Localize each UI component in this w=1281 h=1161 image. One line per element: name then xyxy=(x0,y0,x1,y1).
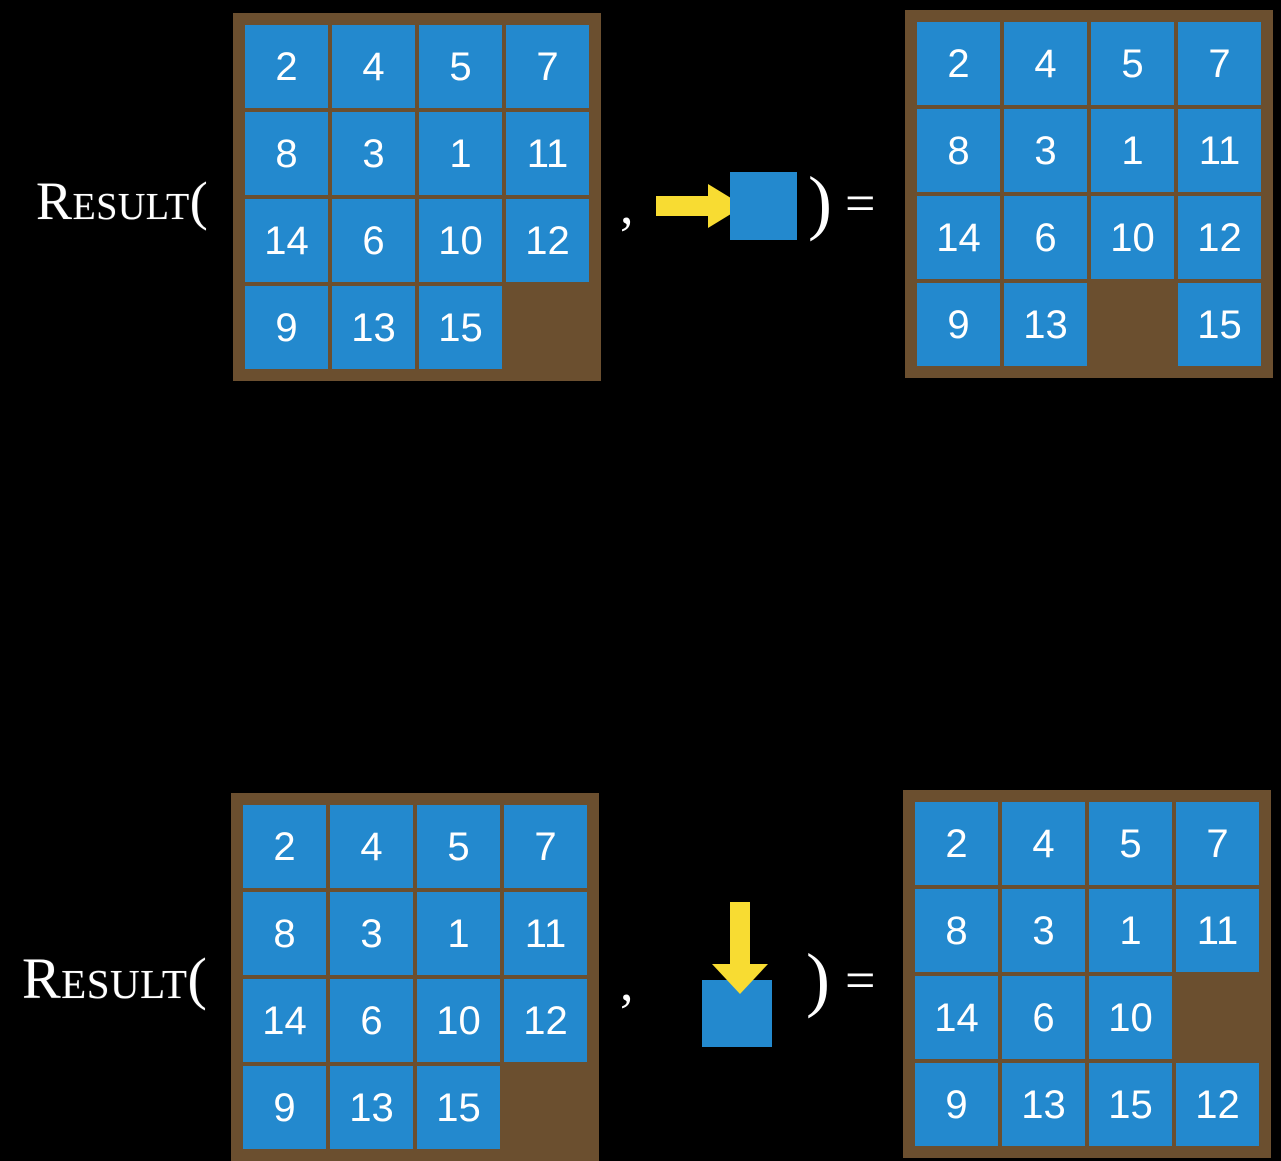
tile[interactable]: 10 xyxy=(419,199,502,282)
close-paren-row-2: ) xyxy=(806,939,830,1019)
tile[interactable]: 7 xyxy=(506,25,589,108)
tile[interactable]: 2 xyxy=(917,22,1000,105)
tile[interactable]: 5 xyxy=(417,805,500,888)
tile[interactable]: 14 xyxy=(245,199,328,282)
tile[interactable]: 12 xyxy=(504,979,587,1062)
tile[interactable]: 5 xyxy=(419,25,502,108)
tile[interactable]: 13 xyxy=(1004,283,1087,366)
result-label-row-1: Result( xyxy=(36,171,209,231)
tile[interactable]: 9 xyxy=(915,1063,998,1146)
tile[interactable]: 4 xyxy=(1002,802,1085,885)
equals-sign-row-1: = xyxy=(845,173,876,233)
tile[interactable]: 3 xyxy=(332,112,415,195)
argument-separator-row-2: , xyxy=(620,952,634,1012)
tile[interactable]: 12 xyxy=(1176,1063,1259,1146)
tile[interactable]: 9 xyxy=(245,286,328,369)
tile[interactable]: 3 xyxy=(330,892,413,975)
tile[interactable]: 4 xyxy=(1004,22,1087,105)
tile[interactable]: 5 xyxy=(1091,22,1174,105)
empty-slot xyxy=(504,1066,587,1149)
tile[interactable]: 8 xyxy=(917,109,1000,192)
tile[interactable]: 3 xyxy=(1004,109,1087,192)
tile[interactable]: 2 xyxy=(243,805,326,888)
tile[interactable]: 6 xyxy=(332,199,415,282)
tile[interactable]: 9 xyxy=(243,1066,326,1149)
tile[interactable]: 6 xyxy=(1002,976,1085,1059)
tile[interactable]: 4 xyxy=(330,805,413,888)
tile[interactable]: 14 xyxy=(243,979,326,1062)
output-board-row-1: 2 4 5 7 8 3 1 11 14 6 10 12 9 13 15 xyxy=(905,10,1273,378)
tile[interactable]: 14 xyxy=(917,196,1000,279)
output-board-row-2: 2 4 5 7 8 3 1 11 14 6 10 9 13 15 12 xyxy=(903,790,1271,1158)
tile[interactable]: 3 xyxy=(1002,889,1085,972)
tile[interactable]: 10 xyxy=(1089,976,1172,1059)
tile[interactable]: 13 xyxy=(332,286,415,369)
tile[interactable]: 1 xyxy=(1089,889,1172,972)
empty-slot xyxy=(1176,976,1259,1059)
tile[interactable]: 15 xyxy=(1178,283,1261,366)
tile[interactable]: 11 xyxy=(504,892,587,975)
equation-row-2: Result( 2 4 5 7 8 3 1 11 14 6 10 12 9 13… xyxy=(0,390,1281,1161)
tile[interactable]: 15 xyxy=(417,1066,500,1149)
tile[interactable]: 8 xyxy=(245,112,328,195)
tile[interactable]: 7 xyxy=(1176,802,1259,885)
tile[interactable]: 13 xyxy=(1002,1063,1085,1146)
tile[interactable]: 7 xyxy=(1178,22,1261,105)
tile[interactable]: 11 xyxy=(506,112,589,195)
tile[interactable]: 1 xyxy=(417,892,500,975)
tile[interactable]: 11 xyxy=(1178,109,1261,192)
tile[interactable]: 14 xyxy=(915,976,998,1059)
tile[interactable]: 11 xyxy=(1176,889,1259,972)
tile[interactable]: 8 xyxy=(915,889,998,972)
tile[interactable]: 15 xyxy=(419,286,502,369)
tile[interactable]: 15 xyxy=(1089,1063,1172,1146)
tile[interactable]: 1 xyxy=(1091,109,1174,192)
equation-row-1: Result( 2 4 5 7 8 3 1 11 14 6 10 12 9 13… xyxy=(0,0,1281,390)
tile[interactable]: 13 xyxy=(330,1066,413,1149)
tile[interactable]: 8 xyxy=(243,892,326,975)
tile[interactable]: 9 xyxy=(917,283,1000,366)
empty-slot xyxy=(1091,283,1174,366)
moving-tile-row-1 xyxy=(730,172,797,240)
empty-slot xyxy=(506,286,589,369)
input-board-row-2: 2 4 5 7 8 3 1 11 14 6 10 12 9 13 15 xyxy=(231,793,599,1161)
tile[interactable]: 12 xyxy=(506,199,589,282)
tile[interactable]: 2 xyxy=(245,25,328,108)
tile[interactable]: 10 xyxy=(417,979,500,1062)
arrow-right-icon xyxy=(656,184,744,228)
equals-sign-row-2: = xyxy=(845,950,876,1010)
tile[interactable]: 12 xyxy=(1178,196,1261,279)
tile[interactable]: 10 xyxy=(1091,196,1174,279)
tile[interactable]: 6 xyxy=(330,979,413,1062)
tile[interactable]: 5 xyxy=(1089,802,1172,885)
close-paren-row-1: ) xyxy=(808,162,832,242)
tile[interactable]: 4 xyxy=(332,25,415,108)
tile[interactable]: 6 xyxy=(1004,196,1087,279)
result-label-row-2: Result( xyxy=(22,946,208,1011)
tile[interactable]: 2 xyxy=(915,802,998,885)
tile[interactable]: 7 xyxy=(504,805,587,888)
argument-separator-row-1: , xyxy=(620,175,634,235)
input-board-row-1: 2 4 5 7 8 3 1 11 14 6 10 12 9 13 15 xyxy=(233,13,601,381)
arrow-down-icon xyxy=(712,902,768,994)
tile[interactable]: 1 xyxy=(419,112,502,195)
